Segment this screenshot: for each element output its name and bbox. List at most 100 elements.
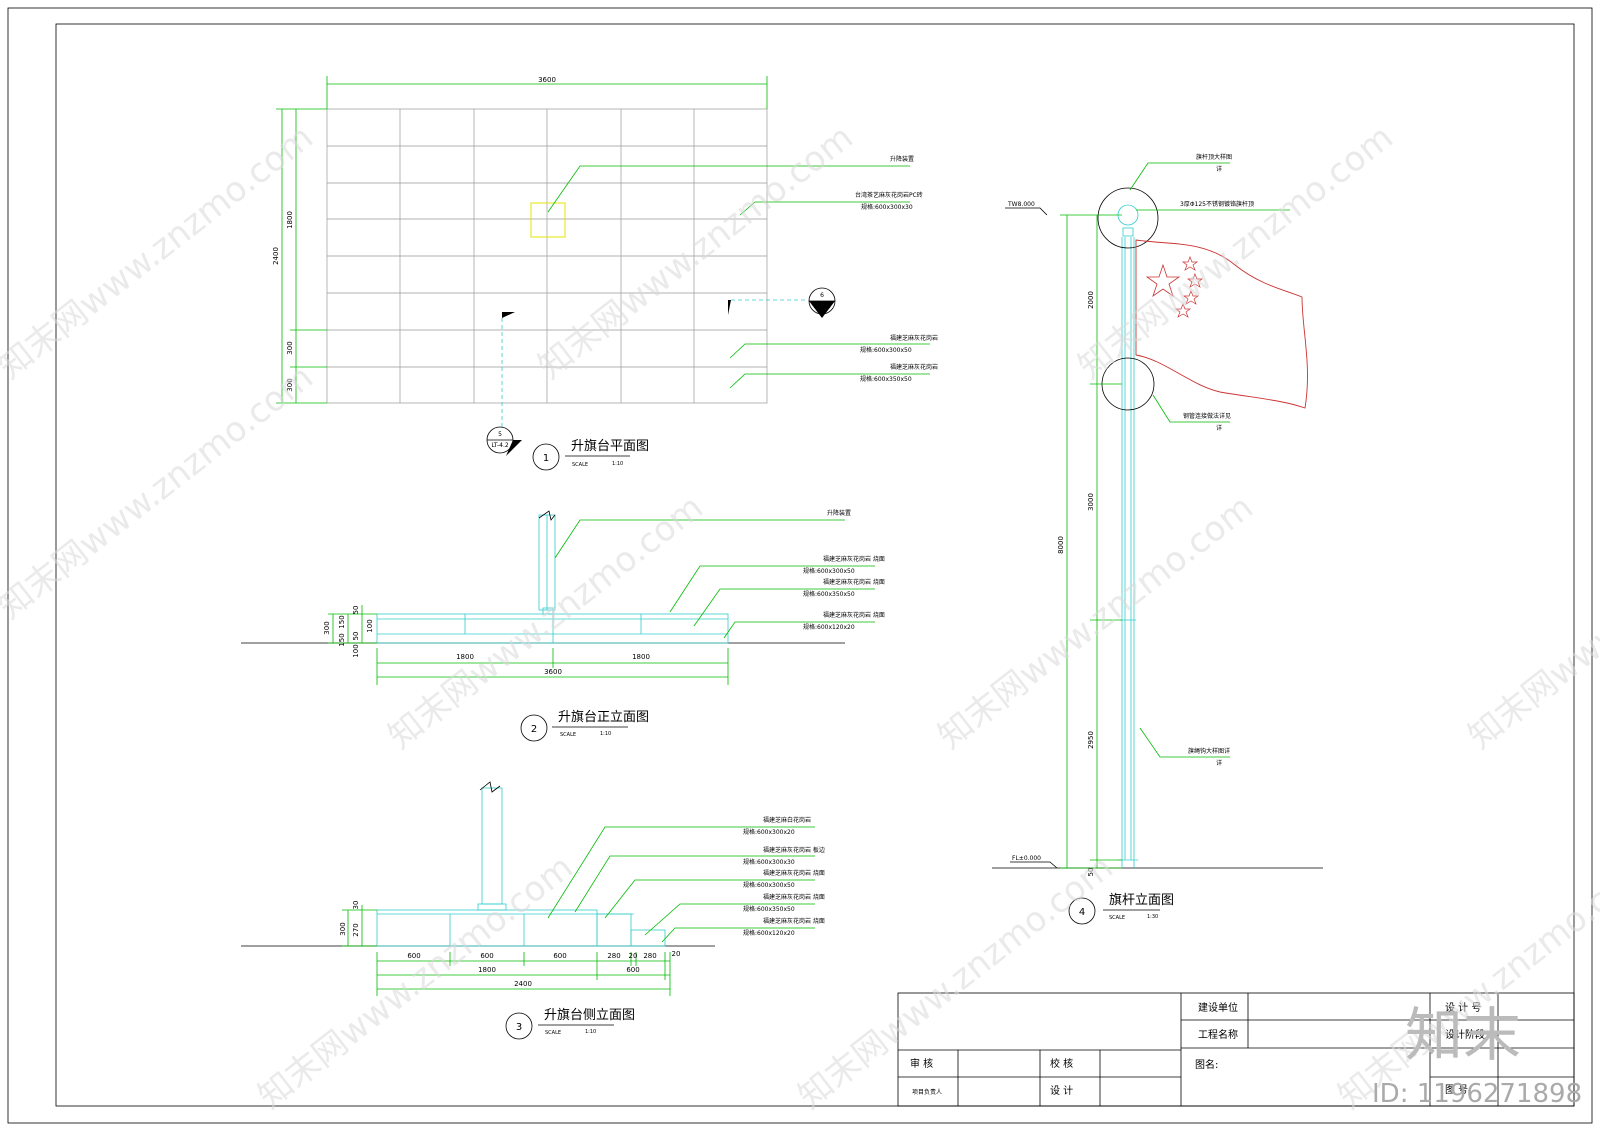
svg-text:知末网www.znzmo.com: 知末网www.znzmo.com bbox=[0, 357, 321, 627]
svg-text:SCALE: SCALE bbox=[560, 732, 576, 738]
svg-text:1800: 1800 bbox=[478, 966, 496, 974]
svg-text:6: 6 bbox=[820, 292, 824, 299]
svg-text:150: 150 bbox=[338, 633, 346, 646]
svg-text:20: 20 bbox=[672, 950, 681, 958]
svg-text:规格:600x120x20: 规格:600x120x20 bbox=[803, 623, 855, 631]
svg-text:福建芝麻白花岗岩: 福建芝麻白花岗岩 bbox=[763, 816, 811, 824]
plan-label-paving2: 福建芝麻灰花岗岩 bbox=[890, 334, 938, 342]
flag-outline bbox=[1135, 239, 1308, 409]
front-title-block: 2 升旗台正立面图 SCALE 1:10 bbox=[520, 709, 649, 742]
flag-big-star bbox=[1145, 263, 1181, 298]
section-callout-5: 5 LT-4.2 bbox=[486, 426, 522, 456]
svg-text:50: 50 bbox=[352, 606, 360, 615]
svg-text:旗杆顶大样图: 旗杆顶大样图 bbox=[1196, 153, 1232, 161]
svg-text:升降装置: 升降装置 bbox=[827, 509, 851, 517]
svg-text:福建芝麻灰花岗岩 板边: 福建芝麻灰花岗岩 板边 bbox=[763, 846, 825, 854]
svg-text:2: 2 bbox=[531, 724, 537, 735]
svg-text:详: 详 bbox=[1216, 165, 1222, 173]
svg-text:设 计: 设 计 bbox=[1050, 1084, 1073, 1097]
plan-view: 3600 2400 1800 300 300 升降装置 台湾茶艺麻灰花岗岩PC砖… bbox=[272, 76, 938, 471]
svg-text:LT-4.2: LT-4.2 bbox=[813, 303, 831, 310]
svg-text:图 号: 图 号 bbox=[1445, 1084, 1468, 1096]
svg-text:2000: 2000 bbox=[1087, 291, 1095, 309]
svg-text:规格:600x300x50: 规格:600x300x50 bbox=[803, 567, 855, 575]
svg-text:1800: 1800 bbox=[456, 653, 474, 661]
plan-dim-300b: 300 bbox=[286, 378, 294, 391]
side-title-block: 3 升旗台侧立面图 SCALE 1:10 bbox=[505, 1007, 635, 1040]
svg-text:规格:600x300x30: 规格:600x300x30 bbox=[743, 858, 795, 866]
svg-text:270: 270 bbox=[352, 923, 360, 936]
side-title: 升旗台侧立面图 bbox=[544, 1007, 635, 1023]
svg-text:SCALE: SCALE bbox=[572, 462, 588, 468]
plan-dim-300a: 300 bbox=[286, 341, 294, 354]
svg-text:50: 50 bbox=[352, 632, 360, 641]
svg-text:建设单位: 建设单位 bbox=[1198, 1001, 1238, 1014]
svg-text:规格:600x300x20: 规格:600x300x20 bbox=[743, 828, 795, 836]
plan-label-paving3: 福建芝麻灰花岗岩 bbox=[890, 363, 938, 371]
svg-text:项目负责人: 项目负责人 bbox=[912, 1088, 942, 1096]
svg-text:600: 600 bbox=[407, 952, 420, 960]
front-elevation: 升降装置 福建芝麻灰花岗岩 烧面 规格:600x300x50 福建芝麻灰花岗岩 … bbox=[241, 509, 885, 742]
svg-text:600: 600 bbox=[553, 952, 566, 960]
flag-device-marker bbox=[530, 202, 566, 238]
inner-border bbox=[55, 23, 1575, 1107]
svg-text:600: 600 bbox=[480, 952, 493, 960]
plan-dim-width: 3600 bbox=[538, 76, 556, 84]
svg-text:规格:600x300x50: 规格:600x300x50 bbox=[743, 881, 795, 889]
svg-text:3000: 3000 bbox=[1087, 493, 1095, 511]
svg-text:知末网www.znzmo.com: 知末网www.znzmo.com bbox=[931, 487, 1261, 757]
plan-label-flag-device: 升降装置 bbox=[890, 155, 914, 163]
watermark-id: ID: 1196271898 bbox=[1372, 1079, 1582, 1109]
svg-text:150: 150 bbox=[338, 615, 346, 628]
plan-grid bbox=[326, 108, 768, 404]
svg-text:300: 300 bbox=[323, 621, 331, 634]
plan-dim-1800: 1800 bbox=[286, 211, 294, 229]
svg-text:知末网www.znzmo.com: 知末网www.znzmo.com bbox=[381, 487, 711, 757]
svg-text:详: 详 bbox=[1216, 424, 1222, 432]
svg-text:1:30: 1:30 bbox=[1147, 914, 1158, 920]
pole-title-block: 4 旗杆立面图 SCALE 1:30 bbox=[1068, 892, 1174, 925]
plan-dim-height: 2400 bbox=[272, 247, 280, 265]
svg-text:100: 100 bbox=[352, 644, 360, 657]
svg-text:知末网www.znzmo.com: 知末网www.znzmo.com bbox=[531, 117, 861, 387]
svg-text:600: 600 bbox=[626, 966, 639, 974]
svg-text:SCALE: SCALE bbox=[545, 1030, 561, 1036]
flagpole-elevation: 旗杆顶大样图 详 3厚Φ125不锈钢镀铬旗杆顶 钢管连接做法详见 详 旗绳钩大样… bbox=[992, 153, 1323, 925]
svg-text:1: 1 bbox=[543, 453, 549, 464]
svg-text:30: 30 bbox=[352, 901, 360, 910]
svg-text:设计阶段: 设计阶段 bbox=[1445, 1028, 1485, 1041]
pole-title: 旗杆立面图 bbox=[1109, 892, 1174, 908]
pole-top-level: TW8.000 bbox=[1007, 201, 1035, 208]
svg-text:8000: 8000 bbox=[1057, 536, 1065, 554]
svg-text:2950: 2950 bbox=[1087, 731, 1095, 749]
svg-text:福建芝麻灰花岗岩 烧面: 福建芝麻灰花岗岩 烧面 bbox=[763, 917, 825, 925]
plan-label-paving2-spec: 规格:600x300x50 bbox=[860, 346, 912, 354]
plan-label-paving1: 台湾茶艺麻灰花岗岩PC砖 bbox=[855, 191, 923, 199]
svg-text:1:10: 1:10 bbox=[612, 461, 623, 467]
svg-text:规格:600x350x50: 规格:600x350x50 bbox=[803, 590, 855, 598]
svg-text:20: 20 bbox=[629, 952, 638, 960]
svg-text:3: 3 bbox=[516, 1022, 522, 1033]
svg-text:1:10: 1:10 bbox=[600, 731, 611, 737]
section-callout-6: 6 LT-4.2 bbox=[808, 287, 836, 318]
svg-text:审 核: 审 核 bbox=[910, 1057, 933, 1070]
svg-text:福建芝麻灰花岗岩 烧面: 福建芝麻灰花岗岩 烧面 bbox=[823, 555, 885, 563]
svg-text:旗绳钩大样图详: 旗绳钩大样图详 bbox=[1188, 747, 1230, 755]
svg-text:50: 50 bbox=[1087, 868, 1095, 877]
svg-text:工程名称: 工程名称 bbox=[1198, 1028, 1238, 1041]
svg-text:LT-4.2: LT-4.2 bbox=[491, 442, 509, 449]
svg-text:福建芝麻灰花岗岩 烧面: 福建芝麻灰花岗岩 烧面 bbox=[763, 869, 825, 877]
svg-text:1:10: 1:10 bbox=[585, 1029, 596, 1035]
svg-text:4: 4 bbox=[1079, 907, 1085, 918]
svg-text:规格:600x350x50: 规格:600x350x50 bbox=[743, 905, 795, 913]
front-title: 升旗台正立面图 bbox=[558, 709, 649, 725]
watermarks: 知末网www.znzmo.com 知末网www.znzmo.com 知末网www… bbox=[0, 117, 1600, 1117]
svg-text:知末网www.znzmo.com: 知末网www.znzmo.com bbox=[1071, 117, 1401, 387]
svg-text:100: 100 bbox=[366, 619, 374, 632]
svg-text:知末网www.znzmo.com: 知末网www.znzmo.com bbox=[1461, 487, 1600, 757]
title-block: 建设单位 工程名称 设 计 号 设计阶段 图名: 图 号 审 核 校 核 项目负… bbox=[897, 992, 1575, 1107]
svg-text:钢管连接做法详见: 钢管连接做法详见 bbox=[1183, 412, 1231, 420]
svg-text:图名:: 图名: bbox=[1195, 1058, 1218, 1071]
outer-border bbox=[7, 7, 1593, 1124]
